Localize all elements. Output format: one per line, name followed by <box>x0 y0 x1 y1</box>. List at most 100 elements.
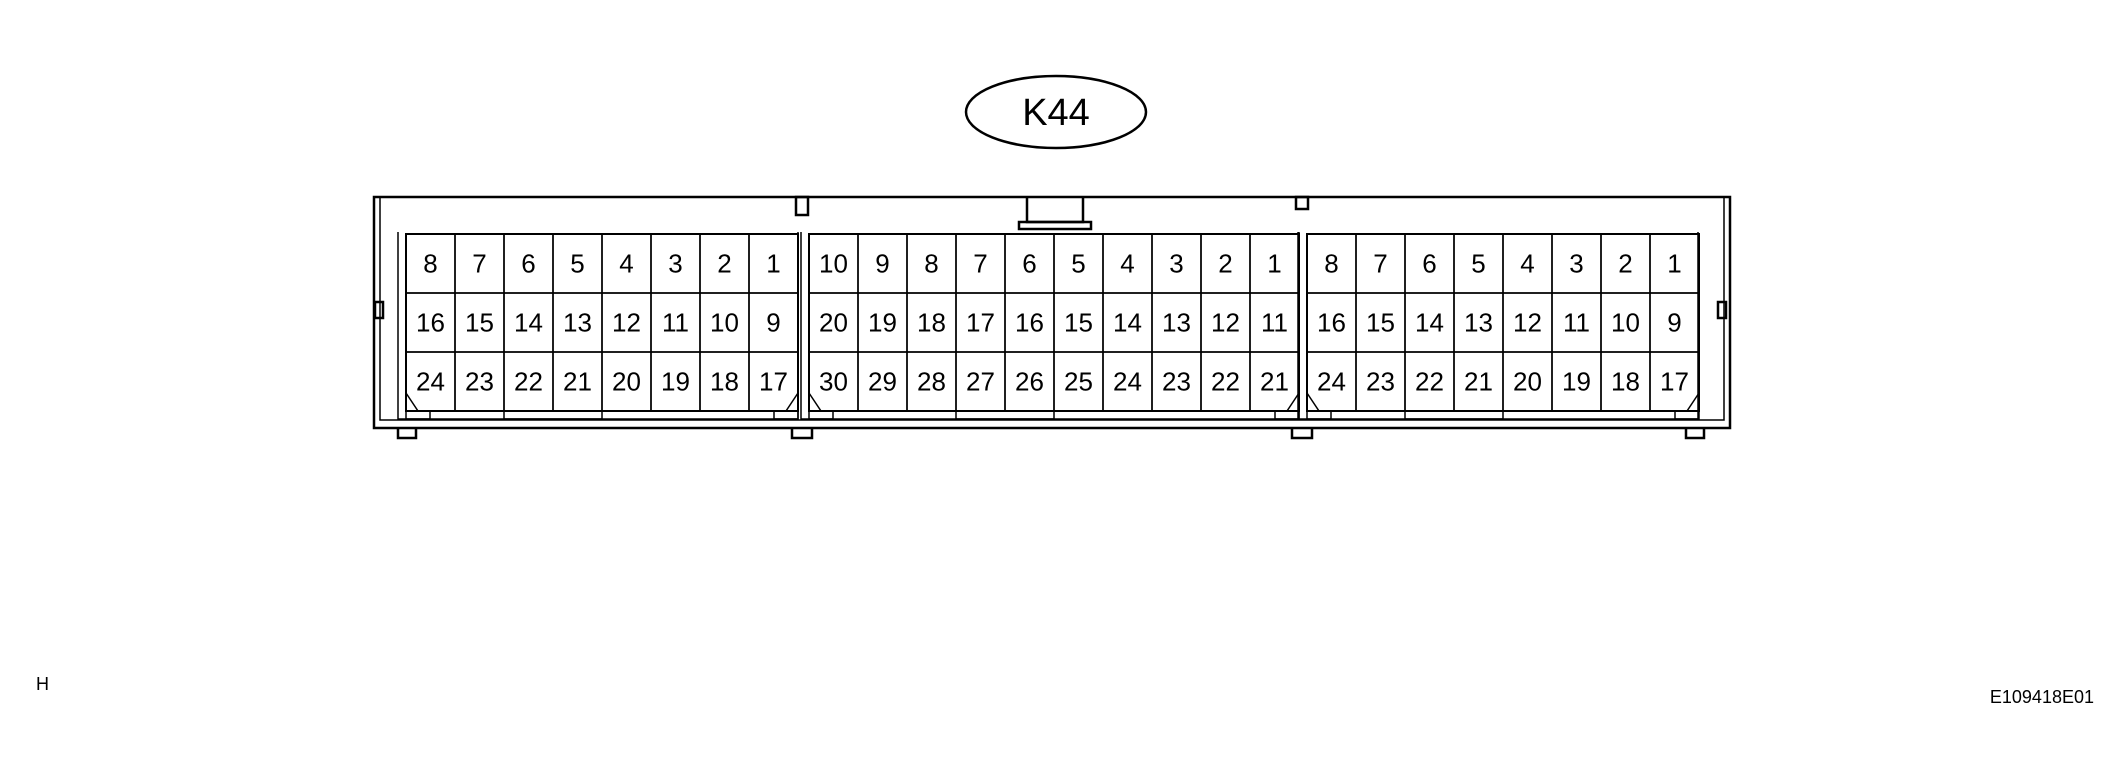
pin-number: 7 <box>973 249 987 279</box>
pin-cavity: 23 <box>1151 351 1202 412</box>
pin-number: 19 <box>1562 367 1591 397</box>
pin-number: 11 <box>1261 308 1288 338</box>
left-side-clip <box>373 300 385 320</box>
pin-number: 13 <box>1464 308 1493 338</box>
right-side-clip <box>1716 300 1728 320</box>
pin-cavity: 13 <box>1151 292 1202 353</box>
pin-cavity: 7 <box>1355 233 1406 294</box>
pin-cavity: 8 <box>906 233 957 294</box>
pin-cavity: 3 <box>1551 233 1602 294</box>
pin-number: 24 <box>1317 367 1346 397</box>
pin-cavity: 19 <box>1551 351 1602 412</box>
corner-latch-left <box>1306 390 1332 420</box>
pin-number: 1 <box>1267 249 1281 279</box>
pin-cavity: 13 <box>1453 292 1504 353</box>
pin-number: 2 <box>1618 249 1632 279</box>
pin-number: 2 <box>1218 249 1232 279</box>
pin-cavity: 2 <box>1600 233 1651 294</box>
pin-number: 10 <box>1611 308 1640 338</box>
pin-number: 3 <box>668 249 682 279</box>
pin-cavity: 22 <box>503 351 554 412</box>
pin-number: 17 <box>759 367 788 397</box>
pin-number: 9 <box>1667 308 1681 338</box>
pin-cavity: 14 <box>1102 292 1153 353</box>
pin-number: 18 <box>1611 367 1640 397</box>
pin-cavity: 5 <box>1453 233 1504 294</box>
pin-number: 24 <box>1113 367 1142 397</box>
pin-cavity: 19 <box>650 351 701 412</box>
pin-number: 8 <box>423 249 437 279</box>
pin-number: 16 <box>1317 308 1346 338</box>
pin-number: 8 <box>1324 249 1338 279</box>
pin-cavity: 1 <box>1249 233 1300 294</box>
pin-cavity: 22 <box>1404 351 1455 412</box>
connector-label-oval <box>964 74 1148 150</box>
pin-number: 23 <box>465 367 494 397</box>
pin-number: 18 <box>917 308 946 338</box>
pin-cavity: 18 <box>1600 351 1651 412</box>
pin-number: 22 <box>1211 367 1240 397</box>
pin-cavity: 10 <box>699 292 750 353</box>
pin-cavity: 6 <box>1004 233 1055 294</box>
pin-number: 1 <box>766 249 780 279</box>
pin-number: 8 <box>924 249 938 279</box>
pin-number: 25 <box>1064 367 1093 397</box>
corner-latch-left <box>405 390 431 420</box>
figure-id: E109418E01 <box>1990 687 2094 707</box>
lock-tab-base <box>1017 220 1093 231</box>
pin-number: 11 <box>662 308 689 338</box>
pin-number: 12 <box>612 308 641 338</box>
pin-number: 27 <box>966 367 995 397</box>
pin-number: 4 <box>1520 249 1534 279</box>
pin-number: 15 <box>465 308 494 338</box>
pin-cavity: 12 <box>601 292 652 353</box>
pin-cavity: 18 <box>906 292 957 353</box>
pin-number: 10 <box>710 308 739 338</box>
pin-cavity: 6 <box>1404 233 1455 294</box>
pin-number: 20 <box>819 308 848 338</box>
pin-number: 24 <box>416 367 445 397</box>
pin-cavity: 12 <box>1200 292 1251 353</box>
keying-rib <box>955 411 1055 420</box>
diagram-corner-mark: H <box>36 674 49 694</box>
corner-latch-left <box>808 390 834 420</box>
pin-number: 5 <box>570 249 584 279</box>
bottom-foot-2 <box>790 428 814 440</box>
pin-number: 5 <box>1471 249 1485 279</box>
pin-cavity: 9 <box>1649 292 1700 353</box>
pin-cavity: 14 <box>503 292 554 353</box>
pin-number: 5 <box>1071 249 1085 279</box>
pin-cavity: 18 <box>699 351 750 412</box>
pin-cavity: 9 <box>857 233 908 294</box>
pin-cavity: 4 <box>1502 233 1553 294</box>
pin-cavity: 2 <box>1200 233 1251 294</box>
pin-cavity: 8 <box>405 233 456 294</box>
pin-cavity: 8 <box>1306 233 1357 294</box>
pin-cavity: 20 <box>1502 351 1553 412</box>
pin-cavity: 3 <box>1151 233 1202 294</box>
pin-cavity: 24 <box>405 351 456 412</box>
pin-cavity: 5 <box>1053 233 1104 294</box>
pin-number: 3 <box>1569 249 1583 279</box>
pin-cavity: 4 <box>601 233 652 294</box>
pin-number: 22 <box>514 367 543 397</box>
pin-cavity: 20 <box>808 292 859 353</box>
pin-cavity: 22 <box>1200 351 1251 412</box>
pin-number: 12 <box>1513 308 1542 338</box>
pin-cavity: 9 <box>748 292 799 353</box>
housing-inner-shadow <box>379 197 1725 421</box>
pin-number: 3 <box>1169 249 1183 279</box>
pin-number: 23 <box>1366 367 1395 397</box>
pin-cavity: 11 <box>1249 292 1300 353</box>
bottom-foot-1 <box>396 428 418 440</box>
pin-number: 11 <box>1563 308 1590 338</box>
pin-cavity: 19 <box>857 292 908 353</box>
pin-number: 16 <box>1015 308 1044 338</box>
pin-number: 20 <box>612 367 641 397</box>
pin-cavity: 16 <box>405 292 456 353</box>
pin-number: 17 <box>1660 367 1689 397</box>
pin-number: 13 <box>563 308 592 338</box>
pin-cavity: 1 <box>1649 233 1700 294</box>
